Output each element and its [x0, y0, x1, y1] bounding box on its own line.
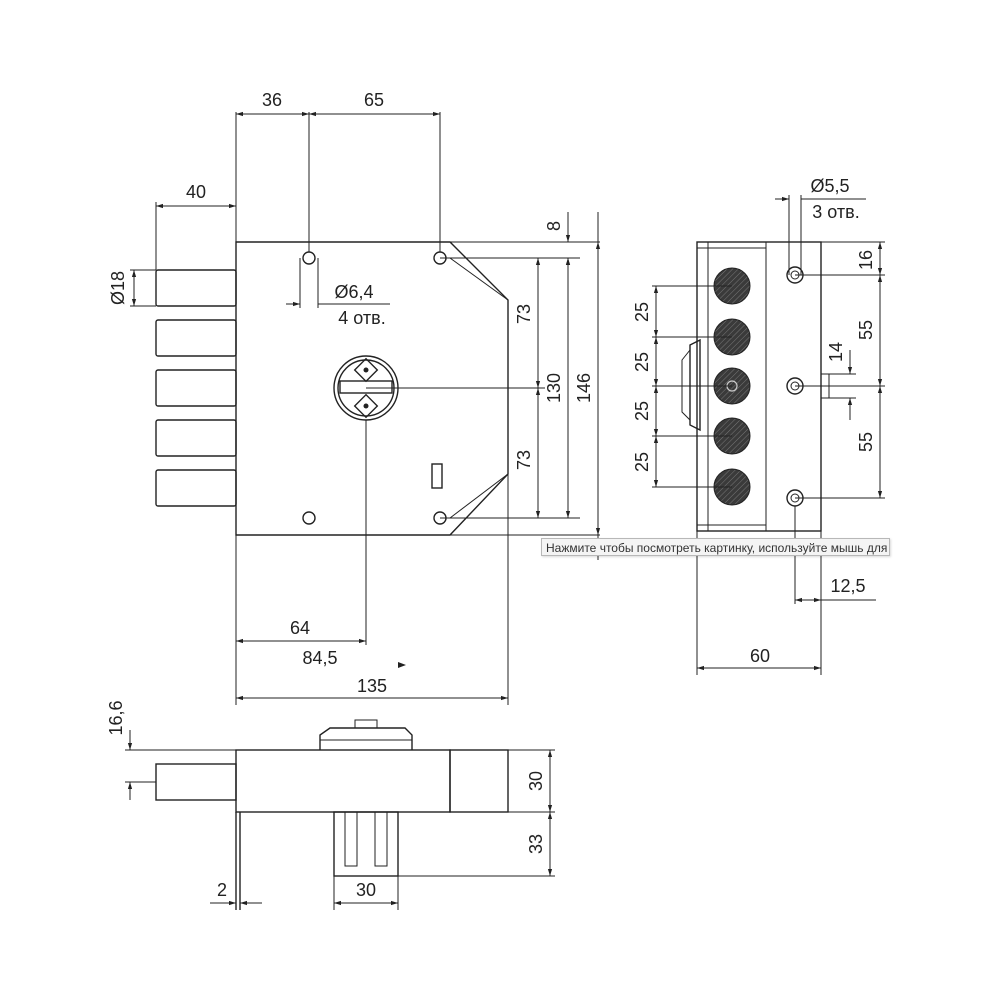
bolts	[155, 269, 237, 507]
dim-diameter-18: Ø18	[108, 271, 128, 305]
dim-135: 135	[357, 676, 387, 696]
dim-12-5: 12,5	[830, 576, 865, 596]
dim-14: 14	[826, 342, 846, 362]
dim-64: 64	[290, 618, 310, 638]
dim-25-1: 25	[632, 302, 652, 322]
holes-count-3: 3 отв.	[812, 202, 859, 222]
dim-16-6: 16,6	[106, 700, 126, 735]
dim-146: 146	[574, 373, 594, 403]
dim-60: 60	[750, 646, 770, 666]
dim-2: 2	[217, 880, 227, 900]
side-view: Ø5,5 3 отв. 16 55 55 14 25 25 25 25	[632, 176, 885, 675]
dim-25-2: 25	[632, 352, 652, 372]
dim-30-bottom: 30	[356, 880, 376, 900]
dim-73-top: 73	[514, 304, 534, 324]
dim-33: 33	[526, 834, 546, 854]
side-lever	[689, 338, 701, 432]
dim-65: 65	[364, 90, 384, 110]
dim-130: 130	[544, 373, 564, 403]
slot	[431, 463, 443, 489]
dim-diameter-5-5: Ø5,5	[810, 176, 849, 196]
image-tooltip: Нажмите чтобы посмотреть картинку, испол…	[541, 538, 890, 556]
dim-8: 8	[544, 221, 564, 231]
dim-55-top: 55	[856, 320, 876, 340]
dim-73-bottom: 73	[514, 450, 534, 470]
dim-40: 40	[186, 182, 206, 202]
holes-count-4: 4 отв.	[338, 308, 385, 328]
dim-36: 36	[262, 90, 282, 110]
dim-25-3: 25	[632, 401, 652, 421]
dim-55-bottom: 55	[856, 432, 876, 452]
dim-25-4: 25	[632, 452, 652, 472]
cylinder-bottom	[333, 811, 399, 877]
dim-16: 16	[856, 250, 876, 270]
dim-30-right: 30	[526, 771, 546, 791]
cylinder-top	[319, 727, 413, 750]
bottom-view: 16,6 30 33 2 30	[106, 700, 555, 910]
dim-84-5: 84,5	[302, 648, 337, 668]
front-view: 36 65 40 Ø18 Ø6,4 4 отв. 8 73 73	[108, 90, 601, 705]
dim-diameter-6-4: Ø6,4	[334, 282, 373, 302]
